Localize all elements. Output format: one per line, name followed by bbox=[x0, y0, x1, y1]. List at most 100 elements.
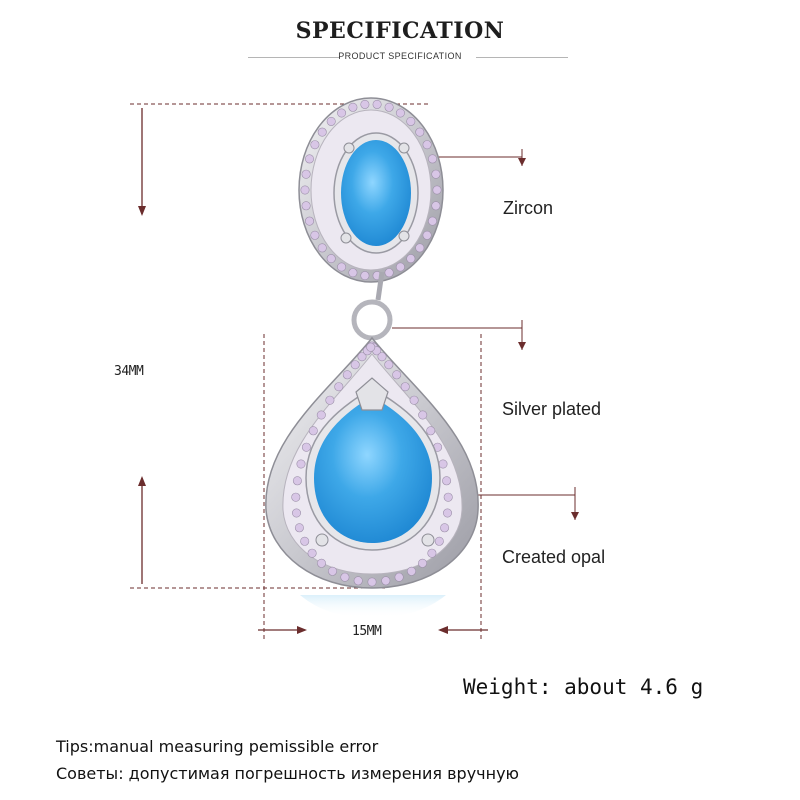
zircon-stone bbox=[357, 352, 367, 362]
zircon-stone bbox=[360, 99, 370, 109]
lower-drop bbox=[265, 336, 479, 589]
zircon-stone bbox=[427, 548, 437, 558]
zircon-stone bbox=[296, 459, 306, 469]
zircon-stone bbox=[307, 548, 317, 558]
zircon-stone bbox=[327, 566, 337, 576]
zircon-stone bbox=[360, 271, 370, 281]
zircon-stone bbox=[415, 127, 425, 137]
zircon-stone bbox=[310, 230, 320, 240]
zircon-stone bbox=[308, 426, 318, 436]
zircon-stone bbox=[301, 201, 311, 211]
zircon-stone bbox=[310, 140, 320, 150]
height-arrowhead-bottom bbox=[138, 476, 146, 486]
zircon-stone bbox=[384, 268, 394, 278]
zircon-stone bbox=[353, 576, 363, 586]
zircon-stone bbox=[317, 127, 327, 137]
zircon-stone bbox=[342, 370, 352, 380]
page-title: SPECIFICATION bbox=[295, 18, 505, 44]
width-arrowhead-right bbox=[438, 626, 448, 634]
upper-prong bbox=[340, 232, 352, 244]
zircon-stone bbox=[337, 262, 347, 272]
zircon-stone bbox=[443, 492, 453, 502]
zircon-stone bbox=[409, 395, 419, 405]
zircon-stone bbox=[381, 576, 391, 586]
zircon-stone bbox=[432, 185, 442, 195]
tips-english: Tips:manual measuring pemissible error bbox=[56, 737, 379, 756]
zircon-stone bbox=[431, 169, 441, 179]
zircon-stone bbox=[350, 360, 360, 370]
zircon-stone bbox=[415, 243, 425, 253]
zircon-stone bbox=[418, 410, 428, 420]
zircon-stone bbox=[301, 442, 311, 452]
zircon-stone bbox=[348, 102, 358, 112]
zircon-stone bbox=[426, 426, 436, 436]
subtitle-divider-right bbox=[476, 57, 568, 58]
zircon-stone bbox=[406, 116, 416, 126]
zircon-stone bbox=[440, 523, 450, 533]
zircon-stone bbox=[431, 201, 441, 211]
lower-prong bbox=[315, 533, 329, 547]
zircon-stone bbox=[427, 216, 437, 226]
zircon-stone bbox=[442, 476, 452, 486]
zircon-stone bbox=[417, 558, 427, 568]
zircon-stone bbox=[300, 185, 310, 195]
zircon-stone bbox=[366, 342, 376, 352]
lower-zircon-ring bbox=[291, 341, 453, 587]
zircon-stone bbox=[294, 523, 304, 533]
upper-prong bbox=[343, 142, 355, 154]
upper-prong bbox=[398, 230, 410, 242]
zircon-stone bbox=[316, 410, 326, 420]
zircon-stone bbox=[392, 370, 402, 380]
width-arrowhead-left bbox=[297, 626, 307, 634]
zircon-stone bbox=[442, 508, 452, 518]
upper-zircon-ring bbox=[300, 99, 442, 281]
zircon-stone bbox=[367, 577, 377, 587]
zircon-stone bbox=[334, 382, 344, 392]
zircon-stone bbox=[406, 254, 416, 264]
zircon-stone bbox=[291, 508, 301, 518]
zircon-stone bbox=[422, 140, 432, 150]
zircon-stone bbox=[438, 459, 448, 469]
height-dimension bbox=[130, 103, 430, 589]
upper-opal-stone bbox=[341, 140, 411, 246]
zircon-stone bbox=[348, 268, 358, 278]
upper-prong bbox=[398, 142, 410, 154]
zircon-stone bbox=[317, 243, 327, 253]
product-reflection bbox=[300, 595, 446, 618]
zircon-stone bbox=[326, 116, 336, 126]
page-subtitle: PRODUCT SPECIFICATION bbox=[338, 51, 462, 61]
zircon-stone bbox=[427, 154, 437, 164]
height-arrowhead-top bbox=[138, 206, 146, 216]
zircon-stone bbox=[301, 169, 311, 179]
zircon-stone bbox=[400, 382, 410, 392]
zircon-stone bbox=[384, 102, 394, 112]
zircon-stone bbox=[304, 216, 314, 226]
zircon-stone bbox=[300, 536, 310, 546]
silver-plated-label: Silver plated bbox=[502, 399, 602, 419]
zircon-stone bbox=[422, 230, 432, 240]
upper-stud bbox=[298, 97, 444, 283]
zircon-stone bbox=[292, 476, 302, 486]
zircon-stone bbox=[337, 108, 347, 118]
zircon-stone bbox=[304, 154, 314, 164]
width-label: 15MM bbox=[352, 624, 382, 639]
zircon-stone bbox=[326, 254, 336, 264]
subtitle-divider-left bbox=[248, 57, 340, 58]
zircon-stone bbox=[372, 99, 382, 109]
lower-prong bbox=[421, 533, 435, 547]
zircon-stone bbox=[406, 566, 416, 576]
created-opal-label: Created opal bbox=[502, 547, 606, 567]
zircon-stone bbox=[394, 572, 404, 582]
lower-opal-stone bbox=[314, 396, 432, 543]
zircon-stone bbox=[395, 108, 405, 118]
width-dimension bbox=[258, 334, 488, 640]
zircon-stone bbox=[384, 360, 394, 370]
zircon-stone bbox=[377, 352, 387, 362]
zircon-label: Zircon bbox=[503, 198, 554, 218]
zircon-stone bbox=[395, 262, 405, 272]
height-label: 34MM bbox=[114, 364, 144, 379]
lower-top-prong bbox=[355, 377, 389, 411]
weight-text: Weight: about 4.6 g bbox=[463, 675, 704, 699]
zircon-stone bbox=[340, 572, 350, 582]
